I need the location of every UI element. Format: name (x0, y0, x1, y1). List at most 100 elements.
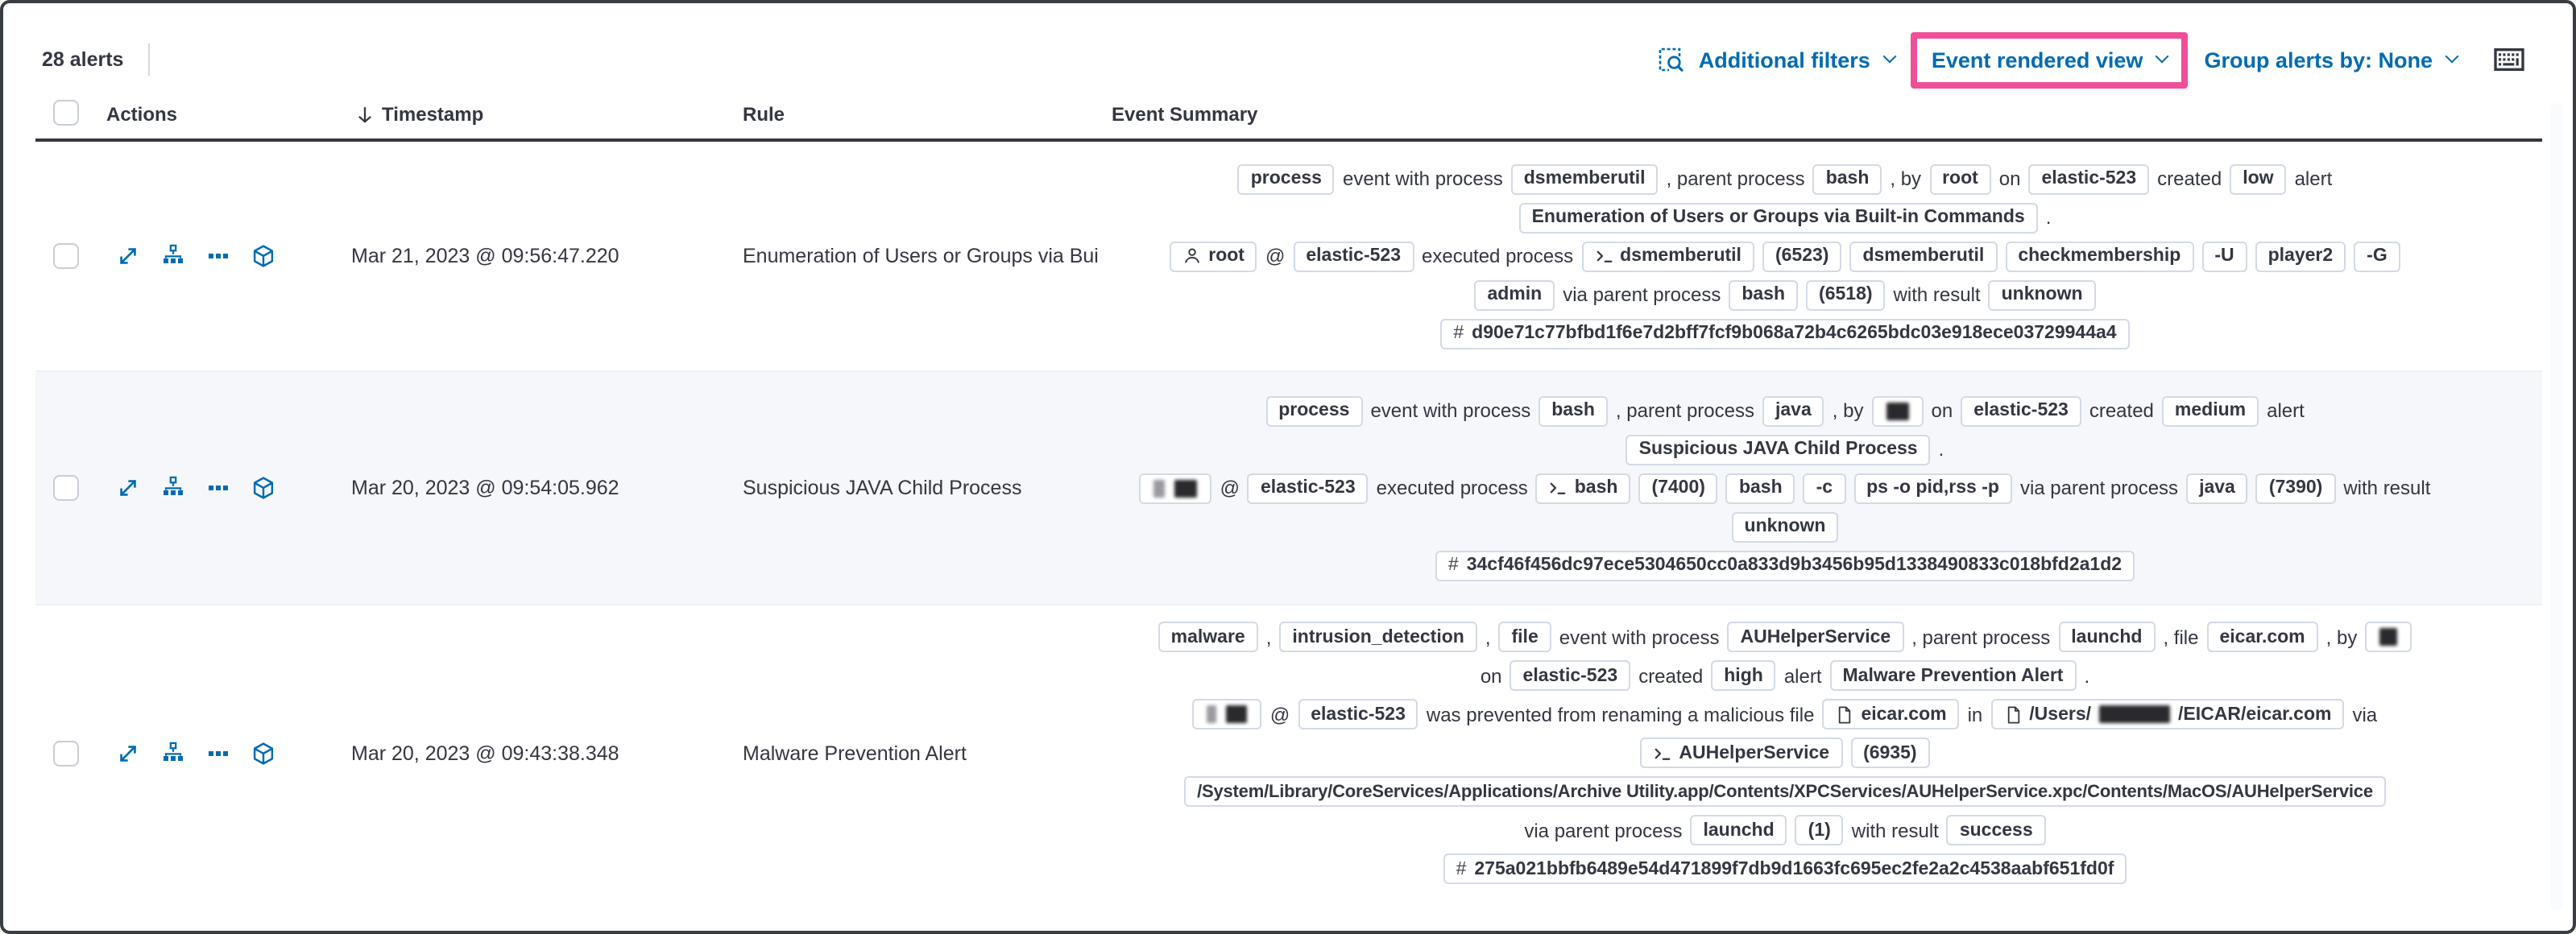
summary-line: unknown (1086, 511, 2484, 542)
badge-text: Enumeration of Users or Groups via Built… (1531, 208, 2025, 227)
value-badge[interactable]: /Users//EICAR/eicar.com (1990, 699, 2345, 729)
value-badge[interactable]: java (1762, 395, 1824, 426)
summary-text: alert (2267, 399, 2305, 422)
value-badge[interactable]: -U (2201, 241, 2247, 271)
value-badge[interactable]: medium (2161, 395, 2259, 426)
value-badge[interactable]: elastic-523 (1961, 395, 2081, 426)
value-badge[interactable]: Malware Prevention Alert (1829, 660, 2077, 691)
value-badge[interactable]: process (1237, 163, 1335, 194)
value-badge[interactable]: dsmemberutil (1581, 241, 1754, 271)
value-badge[interactable]: Enumeration of Users or Groups via Built… (1518, 202, 2038, 233)
value-badge[interactable]: intrusion_detection (1279, 622, 1477, 652)
value-badge[interactable]: (6518) (1806, 279, 1886, 310)
inspect-button[interactable] (1659, 47, 1684, 72)
value-badge[interactable] (1871, 395, 1924, 426)
badge-text: dsmemberutil (1523, 169, 1646, 188)
value-badge[interactable]: checkmembership (2005, 241, 2194, 271)
value-badge[interactable]: (7390) (2255, 473, 2336, 503)
badge-text: malware (1170, 627, 1245, 647)
badge-text: elastic-523 (1973, 401, 2069, 420)
open-session-view-button[interactable] (251, 476, 275, 500)
value-badge[interactable] (1192, 699, 1262, 729)
value-badge[interactable]: elastic-523 (1298, 699, 1418, 729)
value-badge[interactable]: dsmemberutil (1849, 241, 1998, 271)
value-badge[interactable]: high (1711, 660, 1776, 691)
value-badge[interactable]: elastic-523 (1293, 241, 1414, 271)
analyze-event-button[interactable] (161, 741, 185, 765)
value-badge[interactable]: admin (1474, 279, 1555, 310)
expand-details-button[interactable] (116, 741, 140, 765)
redacted-text (1886, 402, 1909, 419)
badge-text: high (1724, 666, 1763, 685)
expand-details-button[interactable] (116, 244, 140, 268)
more-actions-button[interactable] (206, 741, 230, 765)
column-header-timestamp-label: Timestamp (382, 103, 484, 126)
summary-text: executed process (1376, 477, 1528, 499)
select-all-checkbox[interactable] (53, 100, 79, 126)
row-checkbox[interactable] (53, 243, 79, 269)
badge-text: root (1208, 246, 1245, 266)
value-badge[interactable]: bash (1535, 473, 1631, 503)
summary-text: alert (2294, 167, 2333, 190)
value-badge[interactable]: (1) (1795, 815, 1844, 845)
keyboard-shortcuts-button[interactable] (2494, 48, 2524, 71)
value-badge[interactable]: ps -o pid,rss -p (1853, 473, 2012, 503)
open-session-view-button[interactable] (251, 244, 275, 268)
scrollbar[interactable] (2550, 103, 2563, 911)
value-badge[interactable] (2365, 622, 2412, 652)
additional-filters-button[interactable]: Additional filters (1699, 48, 1897, 72)
value-badge[interactable]: low (2230, 163, 2287, 194)
row-checkbox[interactable] (53, 740, 79, 766)
value-badge[interactable]: player2 (2255, 241, 2346, 271)
badge-text: (6518) (1819, 285, 1873, 304)
badge-text: process (1278, 401, 1350, 420)
value-badge[interactable]: eicar.com (1822, 699, 1960, 729)
analyze-event-button[interactable] (161, 244, 185, 268)
value-badge[interactable]: bash (1812, 163, 1882, 194)
value-badge[interactable]: bash (1539, 395, 1608, 426)
value-badge[interactable]: elastic-523 (2028, 163, 2150, 194)
event-rendered-view-button[interactable]: Event rendered view (1932, 48, 2169, 72)
value-badge[interactable]: AUHelperService (1727, 622, 1904, 652)
value-badge[interactable]: process (1265, 395, 1363, 426)
badge-text: bash (1741, 285, 1786, 304)
value-badge[interactable]: unknown (1988, 279, 2096, 310)
row-checkbox[interactable] (53, 475, 79, 501)
hash-badge[interactable]: #34cf46f456dc97ece5304650cc0a833d9b3456b… (1435, 550, 2135, 581)
summary-text: was prevented from renaming a malicious … (1426, 703, 1815, 725)
value-badge[interactable]: AUHelperService (1640, 738, 1843, 768)
value-badge[interactable]: elastic-523 (1510, 660, 1631, 691)
value-badge[interactable]: /System/Library/CoreServices/Application… (1184, 776, 2386, 807)
value-badge[interactable]: dsmemberutil (1510, 163, 1659, 194)
more-actions-button[interactable] (206, 244, 230, 268)
value-badge[interactable]: (6935) (1850, 738, 1930, 768)
group-alerts-by-button[interactable]: Group alerts by: None (2204, 48, 2459, 72)
value-badge[interactable]: root (1929, 163, 1991, 194)
analyze-event-button[interactable] (161, 476, 185, 500)
value-badge[interactable]: root (1170, 241, 1257, 271)
more-actions-button[interactable] (206, 476, 230, 500)
value-badge[interactable]: launchd (2058, 622, 2156, 652)
value-badge[interactable] (1139, 473, 1212, 503)
value-badge[interactable]: (6523) (1762, 241, 1842, 271)
value-badge[interactable]: bash (1725, 473, 1795, 503)
value-badge[interactable]: (7400) (1638, 473, 1718, 503)
hash-badge[interactable]: #d90e71c77bfbd1f6e7d2bff7fcf9b068a72b4c6… (1440, 318, 2130, 349)
value-badge[interactable]: Suspicious JAVA Child Process (1626, 434, 1931, 465)
value-badge[interactable]: malware (1158, 622, 1258, 652)
hash-badge[interactable]: #275a021bbfb6489e54d471899f7db9d1663fc69… (1443, 853, 2127, 884)
value-badge[interactable]: java (2186, 473, 2248, 503)
value-badge[interactable]: -G (2354, 241, 2400, 271)
open-session-view-button[interactable] (251, 741, 275, 765)
value-badge[interactable]: eicar.com (2206, 622, 2318, 652)
value-badge[interactable]: bash (1729, 279, 1799, 310)
value-badge[interactable]: success (1946, 815, 2046, 845)
column-header-timestamp[interactable]: Timestamp (354, 103, 483, 126)
value-badge[interactable]: unknown (1731, 511, 1839, 542)
value-badge[interactable]: -c (1803, 473, 1846, 503)
value-badge[interactable]: launchd (1690, 815, 1787, 845)
value-badge[interactable]: file (1498, 622, 1551, 652)
value-badge[interactable]: elastic-523 (1247, 473, 1369, 503)
expand-details-button[interactable] (116, 476, 140, 500)
